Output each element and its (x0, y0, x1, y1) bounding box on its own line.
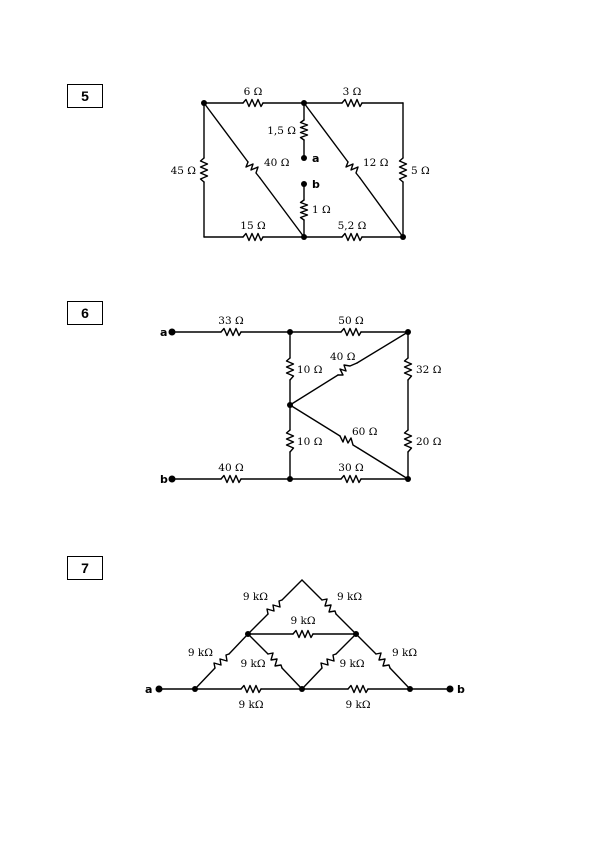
node (287, 476, 293, 482)
label-20-ohm: 20 Ω (416, 436, 442, 448)
label-12-ohm: 12 Ω (363, 157, 389, 169)
resistor-15-ohm (242, 232, 264, 242)
resistor-5-ohm (398, 157, 408, 183)
node (405, 476, 411, 482)
resistor-3-ohm (341, 98, 363, 108)
label-right: 9 kΩ (392, 647, 417, 659)
terminal-b-label: b (312, 178, 320, 191)
node (353, 631, 359, 637)
label-10-ohm-upper: 10 Ω (297, 364, 323, 376)
node (301, 100, 307, 106)
terminal-b-node (446, 685, 454, 693)
label-40-ohm-diagonal: 40 Ω (330, 351, 356, 363)
resistor-1-5-ohm (299, 119, 309, 141)
resistor-inner-right (320, 653, 337, 669)
label-60-ohm: 60 Ω (352, 426, 378, 438)
resistor-32-ohm (403, 357, 413, 381)
circuit-6: a b 33 Ω 50 Ω 40 Ω 10 Ω 32 Ω 60 Ω 10 Ω 2… (160, 315, 442, 486)
terminal-a-node (301, 155, 307, 161)
label-40-ohm-bottom: 40 Ω (218, 462, 244, 474)
resistor-45-ohm (199, 157, 209, 183)
resistor-40-ohm-diagonal (337, 362, 358, 376)
resistor-5-2-ohm (341, 232, 363, 242)
label-top-left: 9 kΩ (243, 591, 268, 603)
resistor-left (213, 653, 230, 669)
label-15-ohm: 15 Ω (240, 220, 266, 232)
label-middle: 9 kΩ (290, 615, 315, 627)
label-1-5-ohm: 1,5 Ω (267, 125, 296, 137)
label-32-ohm: 32 Ω (416, 364, 442, 376)
terminal-b-node (168, 475, 176, 483)
problem-number-6: 6 (67, 301, 103, 325)
label-30-ohm: 30 Ω (338, 462, 364, 474)
node (405, 329, 411, 335)
resistor-1-ohm (299, 199, 309, 221)
resistor-6-ohm (242, 98, 264, 108)
problem-number-5: 5 (67, 84, 103, 108)
label-40-ohm: 40 Ω (264, 157, 290, 169)
resistor-33-ohm (220, 327, 242, 337)
resistor-bottom-left (240, 684, 262, 694)
resistor-10-ohm-upper (285, 357, 295, 381)
label-33-ohm: 33 Ω (218, 315, 244, 327)
resistor-12-ohm-diagonal (345, 161, 361, 179)
node (287, 402, 293, 408)
node (400, 234, 406, 240)
label-1-ohm: 1 Ω (312, 204, 331, 216)
resistor-40-ohm-bottom (220, 474, 242, 484)
label-3-ohm: 3 Ω (343, 86, 362, 98)
resistor-top-right (321, 598, 337, 615)
label-10-ohm-lower: 10 Ω (297, 436, 323, 448)
label-inner-right: 9 kΩ (339, 658, 364, 670)
label-left: 9 kΩ (188, 647, 213, 659)
label-6-ohm: 6 Ω (244, 86, 263, 98)
node (299, 686, 305, 692)
circuit-5: 6 Ω 3 Ω 1,5 Ω 40 Ω 12 Ω 45 Ω 5 Ω 1 Ω 15 … (171, 86, 430, 242)
terminal-b-node (301, 181, 307, 187)
label-45-ohm: 45 Ω (171, 165, 197, 177)
resistor-20-ohm (403, 429, 413, 453)
terminal-a-node (168, 328, 176, 336)
terminal-b-label: b (160, 473, 168, 486)
terminal-a-label: a (160, 326, 167, 339)
label-bottom-right: 9 kΩ (345, 699, 370, 711)
terminal-a-label: a (312, 152, 319, 165)
label-inner-left: 9 kΩ (240, 658, 265, 670)
resistor-50-ohm (340, 327, 362, 337)
terminal-a-label: a (145, 683, 152, 696)
terminal-b-label: b (457, 683, 465, 696)
resistor-top-left (266, 599, 283, 615)
node (287, 329, 293, 335)
resistor-middle (292, 629, 314, 639)
node (301, 234, 307, 240)
resistor-40-ohm-diagonal (245, 161, 261, 179)
node (201, 100, 207, 106)
resistor-bottom-right (347, 684, 369, 694)
terminal-a-node (155, 685, 163, 693)
label-5-ohm: 5 Ω (411, 165, 430, 177)
node (407, 686, 413, 692)
circuit-7: a b 9 kΩ 9 kΩ 9 kΩ 9 kΩ 9 kΩ 9 kΩ 9 kΩ 9… (145, 579, 465, 711)
node (192, 686, 198, 692)
label-bottom-left: 9 kΩ (238, 699, 263, 711)
label-top-right: 9 kΩ (337, 591, 362, 603)
label-5-2-ohm: 5,2 Ω (338, 220, 367, 232)
problem-number-7: 7 (67, 556, 103, 580)
resistor-10-ohm-lower (285, 429, 295, 453)
resistor-30-ohm (340, 474, 362, 484)
label-50-ohm: 50 Ω (338, 315, 364, 327)
node (245, 631, 251, 637)
resistor-inner-left (267, 652, 283, 669)
resistor-right (375, 652, 391, 669)
resistor-60-ohm-diagonal (339, 435, 359, 449)
